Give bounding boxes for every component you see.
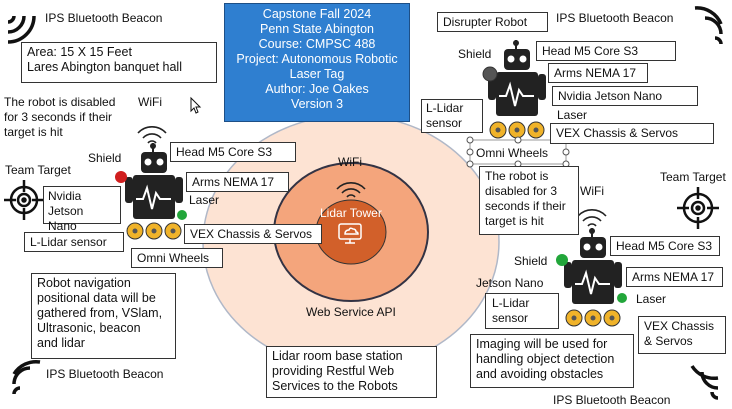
note-line: providing Restful Web [272, 364, 395, 378]
wifi-label-left: WiFi [138, 95, 162, 109]
head-label-right: Head M5 Core S3 [610, 236, 720, 256]
base-station-note: Lidar room base station providing Restfu… [266, 346, 437, 398]
beacon-icon-bottom-left [12, 359, 41, 395]
cloud-monitor-icon [338, 223, 362, 244]
shield-label-right: Shield [514, 254, 548, 268]
lidar-line: sensor [492, 311, 529, 325]
beacon-label-bottom-left: IPS Bluetooth Beacon [46, 367, 164, 381]
note-line: gathered from, VSlam, [37, 306, 163, 320]
robot-icon-left [115, 143, 187, 240]
lidar-label-right: L-Lidar sensor [485, 293, 559, 329]
team-target-label-right: Team Target [660, 170, 726, 184]
beacon-label-top-right: IPS Bluetooth Beacon [556, 11, 674, 25]
note-line: target is hit [485, 214, 544, 228]
title-line: Project: Autonomous Robotic [236, 52, 398, 66]
web-service-api-label: Web Service API [306, 305, 396, 319]
lidar-label-disrupter: L-Lidar sensor [421, 99, 483, 133]
title-line: Capstone Fall 2024 [262, 7, 372, 21]
chassis-line: VEX Chassis [644, 319, 715, 333]
omni-label-left: Omni Wheels [131, 248, 223, 268]
laser-label-left: Laser [189, 193, 220, 207]
wifi-label-center: WiFi [338, 155, 362, 169]
beacon-label-top-left: IPS Bluetooth Beacon [45, 11, 163, 25]
area-info-box: Area: 15 X 15 Feet Lares Abington banque… [21, 42, 217, 83]
project-title-box: Capstone Fall 2024 Penn State Abington C… [224, 3, 410, 122]
lidar-label-left: L-Lidar sensor [24, 232, 124, 252]
note-line: positional data will be [37, 291, 156, 305]
nvidia-label-left: Nvidia Jetson Nano [43, 186, 121, 233]
target-icon-left [4, 180, 44, 220]
chassis-label-left: VEX Chassis & Servos [184, 224, 322, 244]
note-line: Robot navigation [37, 276, 131, 290]
navigation-note: Robot navigation positional data will be… [31, 273, 176, 359]
nvidia-label-disrupter: Nvidia Jetson Nano [552, 86, 698, 106]
disrupter-robot-label: Disrupter Robot [437, 12, 548, 32]
beacon-label-bottom-right: IPS Bluetooth Beacon [553, 393, 671, 407]
nvidia-line: Nvidia Jetson [48, 189, 84, 218]
note-line: disabled for 3 [485, 184, 558, 198]
shield-label-left: Shield [88, 151, 122, 165]
note-line: target is hit [4, 125, 63, 139]
note-line: Ultrasonic, beacon [37, 321, 141, 335]
chassis-line: & Servos [644, 334, 693, 348]
target-icon-right [677, 187, 719, 229]
note-line: seconds if their [485, 199, 566, 213]
chassis-label-disrupter: VEX Chassis & Servos [550, 123, 714, 144]
note-line: The robot is [485, 169, 549, 183]
area-venue: Lares Abington banquet hall [27, 60, 182, 74]
wifi-icon-left-robot [137, 126, 167, 144]
lidar-line: L-Lidar [426, 101, 464, 115]
head-label-left: Head M5 Core S3 [170, 142, 296, 162]
imaging-note: Imaging will be used for handling object… [470, 334, 634, 388]
laser-label-disrupter: Laser [557, 108, 588, 122]
cursor-icon [190, 96, 202, 114]
jetson-nano-label-right: Jetson Nano [476, 276, 544, 290]
note-line: and lidar [37, 336, 85, 350]
title-line: Version 3 [290, 97, 344, 111]
robot-icon-disrupter [482, 40, 546, 139]
note-line: Lidar room base station [272, 349, 403, 363]
arms-label-disrupter: Arms NEMA 17 [548, 63, 648, 83]
arms-label-right: Arms NEMA 17 [626, 267, 723, 287]
robot-icon-right [556, 228, 627, 327]
wifi-icon [336, 182, 366, 198]
area-size: Area: 15 X 15 Feet [27, 45, 132, 59]
shield-label-disrupter: Shield [458, 47, 492, 61]
chassis-label-right: VEX Chassis & Servos [638, 316, 726, 354]
lidar-line: L-Lidar [492, 296, 530, 310]
nvidia-line: Nano [48, 219, 77, 233]
wifi-icon-right-robot [577, 209, 607, 227]
disabled-note-left: The robot is disabled for 3 seconds if t… [0, 93, 136, 144]
note-line: for 3 seconds if their [4, 110, 113, 124]
team-target-label-left: Team Target [5, 163, 71, 177]
laser-label-right: Laser [636, 292, 667, 306]
title-line: Laser Tag [289, 67, 345, 81]
lidar-line: sensor [426, 116, 463, 130]
title-line: Course: CMPSC 488 [258, 37, 376, 51]
note-line: The robot is disabled [4, 95, 116, 109]
arms-label-left: Arms NEMA 17 [186, 172, 289, 192]
note-line: Imaging will be used for [476, 337, 608, 351]
omni-label-disrupter: Omni Wheels [476, 146, 549, 160]
note-line: and avoiding obstacles [476, 367, 604, 381]
note-line: Services to the Robots [272, 379, 398, 393]
beacon-icon-top-left [7, 15, 36, 44]
head-label-disrupter: Head M5 Core S3 [536, 41, 676, 61]
title-line: Penn State Abington [260, 22, 374, 36]
beacon-icon-bottom-right [690, 364, 719, 400]
disabled-note-right: The robot is disabled for 3 seconds if t… [479, 166, 579, 235]
title-line: Author: Joe Oakes [265, 82, 369, 96]
note-line: handling object detection [476, 352, 615, 366]
lidar-tower-label: Lidar Tower [320, 206, 382, 220]
beacon-icon-top-right [694, 6, 723, 45]
wifi-label-right: WiFi [580, 184, 604, 198]
